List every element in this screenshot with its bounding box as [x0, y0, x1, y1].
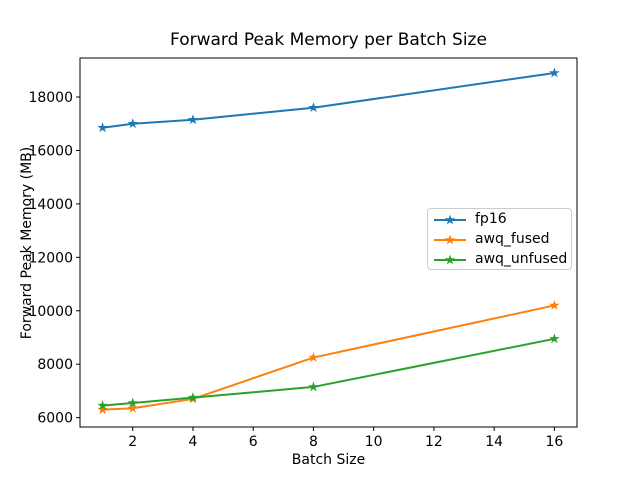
- chart-title: Forward Peak Memory per Batch Size: [170, 30, 487, 50]
- x-tick-label: 10: [365, 434, 383, 450]
- y-tick-label: 18000: [28, 90, 73, 106]
- legend-entry-awq-fused: awq_fused: [433, 229, 571, 249]
- y-tick-label: 10000: [28, 304, 73, 320]
- legend-marker-awq-unfused: [433, 252, 467, 266]
- series-marker-fp16: [127, 118, 138, 129]
- series-marker-fp16: [549, 67, 560, 78]
- x-tick-label: 2: [128, 434, 137, 450]
- series-marker-awq_fused: [127, 402, 138, 413]
- legend-label-awq-fused: awq_fused: [475, 231, 550, 247]
- y-tick-label: 6000: [37, 411, 73, 427]
- axes-frame: [79, 57, 578, 428]
- y-tick-label: 8000: [37, 357, 73, 373]
- series-marker-fp16: [97, 122, 108, 133]
- legend-marker-fp16: [433, 212, 467, 226]
- series-marker-fp16: [187, 114, 199, 125]
- series-marker-awq_unfused: [549, 333, 560, 344]
- legend-marker-awq-fused: [433, 232, 467, 246]
- series-marker-awq_fused: [308, 352, 319, 362]
- legend-entry-awq-unfused: awq_unfused: [433, 249, 571, 269]
- legend-entry-fp16: fp16: [433, 209, 571, 229]
- series-marker-awq_unfused: [308, 381, 319, 392]
- legend-label-awq-unfused: awq_unfused: [475, 251, 568, 267]
- series-marker-awq_fused: [97, 404, 108, 415]
- series-marker-fp16: [308, 102, 319, 113]
- y-tick-label: 16000: [28, 143, 73, 159]
- series-marker-awq_fused: [549, 299, 560, 310]
- series-line-awq_unfused: [101, 337, 556, 407]
- x-tick-label: 6: [249, 434, 258, 450]
- legend-label-fp16: fp16: [475, 211, 507, 227]
- series-marker-awq_unfused: [187, 392, 199, 403]
- series-marker-awq_unfused: [127, 397, 138, 408]
- x-axis-label: Batch Size: [291, 452, 366, 468]
- x-tick-label: 4: [188, 434, 197, 450]
- x-tick-label: 16: [545, 434, 563, 450]
- x-tick-label: 8: [309, 434, 318, 450]
- x-tick-label: 12: [425, 434, 443, 450]
- y-tick-label: 14000: [28, 197, 73, 213]
- legend: fp16 awq_fused awq_unfused: [427, 208, 572, 270]
- series-marker-awq_unfused: [97, 400, 108, 411]
- y-tick-label: 12000: [28, 250, 73, 266]
- series-line-awq_fused: [101, 304, 556, 411]
- series-line-fp16: [101, 71, 556, 129]
- x-tick-label: 14: [485, 434, 503, 450]
